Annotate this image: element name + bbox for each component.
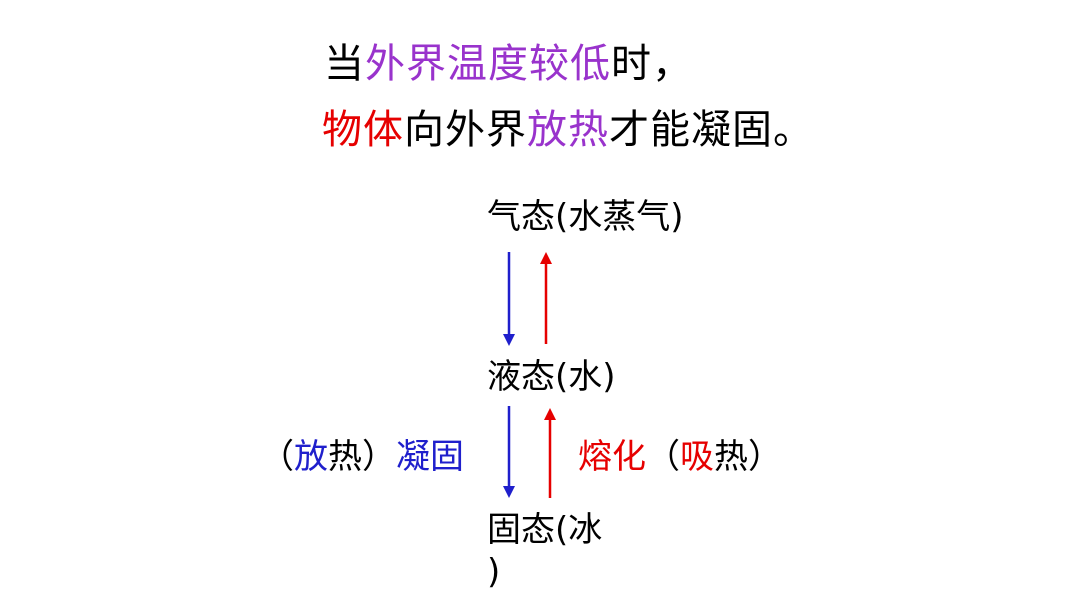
state-liquid-label: 液态(水) [487, 357, 616, 397]
freezing-process-name: 凝固 [396, 437, 464, 477]
arrow-gas-to-liquid [503, 252, 515, 346]
state-solid-text: 固态(冰 [487, 510, 603, 550]
freezing-label: （放热）凝固 [260, 436, 464, 478]
line2-text-2: 才能凝固。 [609, 107, 814, 153]
arrow-liquid-to-gas [540, 252, 552, 344]
state-gas-label: 气态(水蒸气) [487, 197, 684, 237]
line1-text-2: 时， [611, 41, 693, 87]
melting-absorb-char: 吸 [680, 437, 714, 477]
freezing-heat-char: 热 [328, 437, 362, 477]
statement-line-1: 当外界温度较低时， [324, 40, 693, 88]
freezing-paren-close: ） [362, 437, 396, 477]
arrow-liquid-to-solid-head [503, 486, 515, 498]
melting-label: 熔化（吸热） [578, 436, 782, 478]
line2-highlight-release-heat: 放热 [527, 107, 609, 153]
statement-line-2: 物体向外界放热才能凝固。 [322, 106, 814, 154]
arrow-liquid-to-solid [503, 406, 515, 498]
melting-process-name: 熔化 [578, 437, 646, 477]
melting-paren-close: ） [748, 437, 782, 477]
freezing-paren-open: （ [260, 437, 294, 477]
freezing-release-char: 放 [294, 437, 328, 477]
arrow-liquid-to-gas-head [540, 252, 552, 264]
arrow-gas-to-liquid-head [503, 334, 515, 346]
melting-heat-char: 热 [714, 437, 748, 477]
arrow-solid-to-liquid [544, 408, 556, 498]
state-solid-label: 固态(冰 ) [487, 509, 602, 593]
line1-highlight-low-temperature: 外界温度较低 [365, 41, 611, 87]
arrow-solid-to-liquid-head [544, 408, 556, 420]
melting-paren-open: （ [646, 437, 680, 477]
state-solid-close-paren: ) [487, 552, 501, 592]
line1-text-1: 当 [324, 41, 365, 87]
line2-highlight-object: 物体 [322, 107, 404, 153]
line2-text-1: 向外界 [404, 107, 527, 153]
